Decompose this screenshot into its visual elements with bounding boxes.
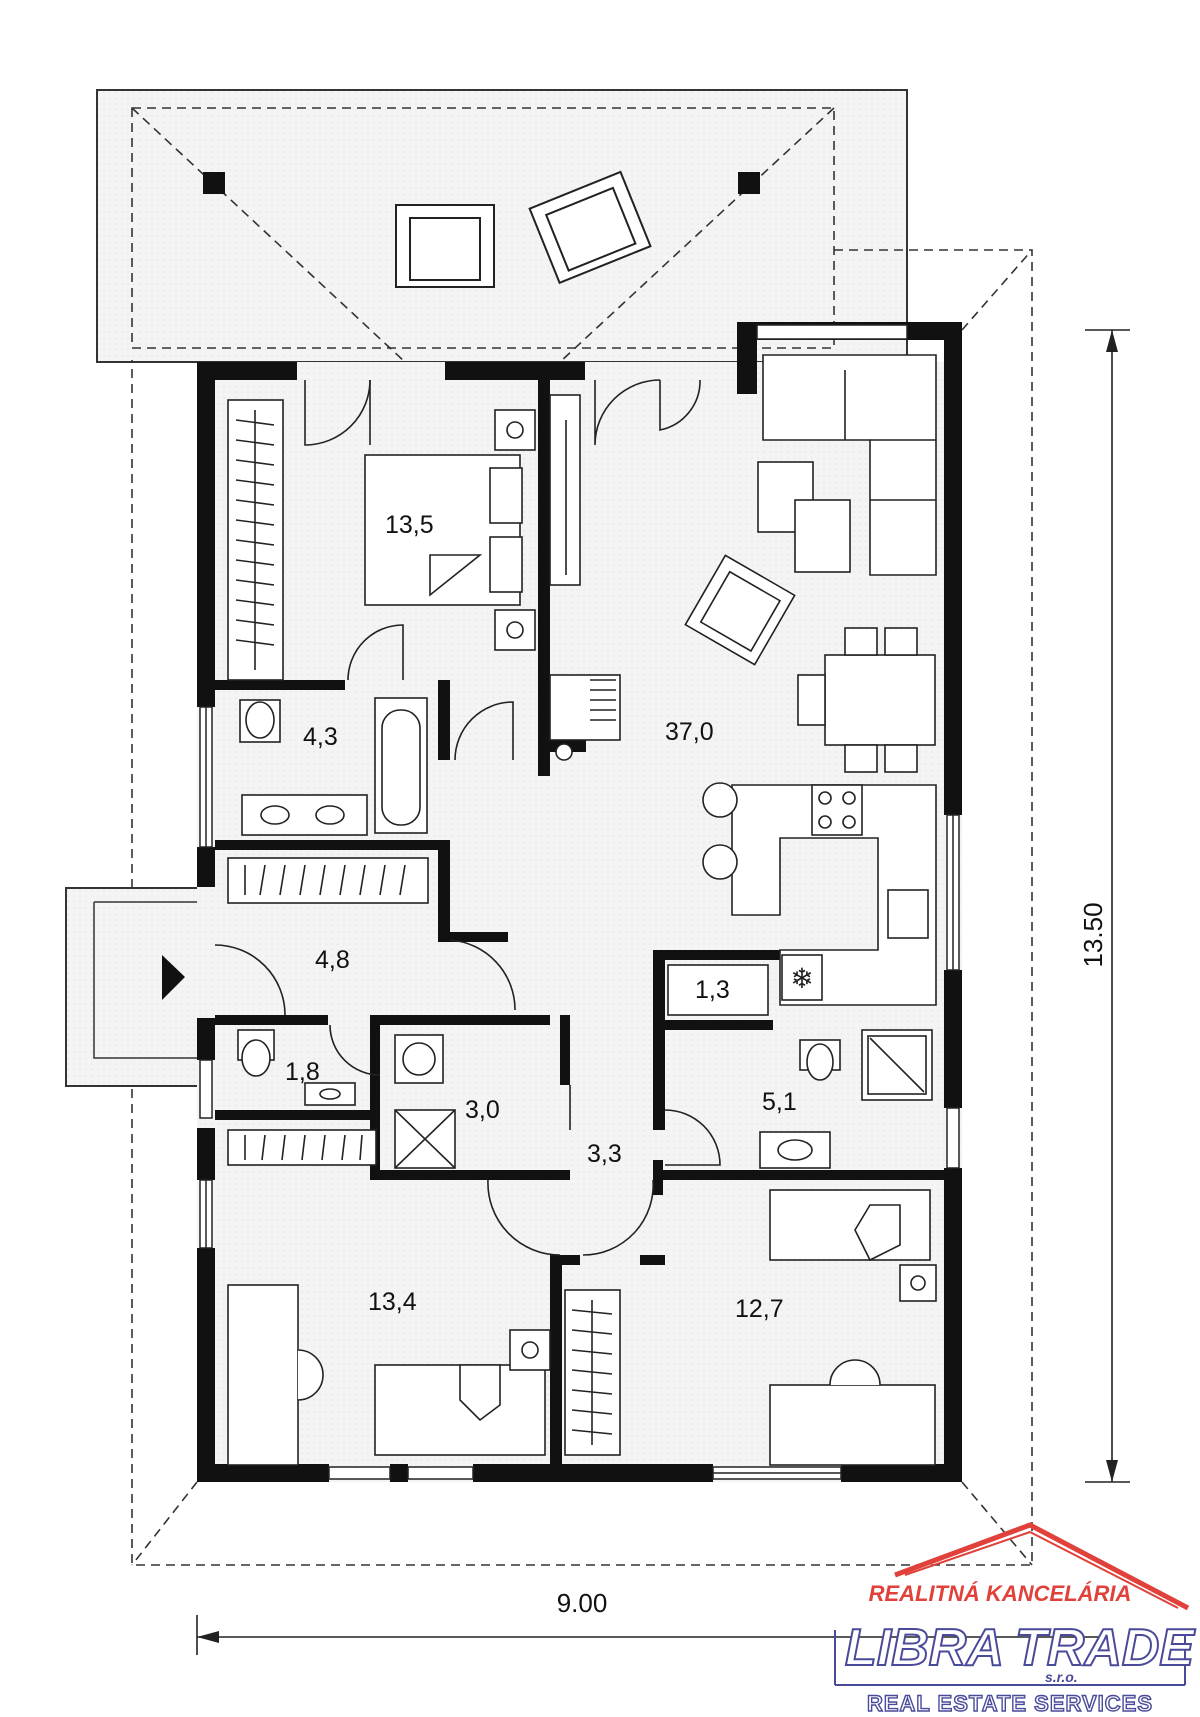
dimension-depth (1085, 329, 1130, 1483)
room-area-wc: 1,8 (285, 1058, 320, 1086)
kitchen: ❄ (702, 782, 937, 1006)
armchair (684, 554, 796, 666)
sofa (757, 354, 937, 576)
bedroom-left-furniture (227, 1129, 551, 1466)
utility-fixtures (394, 1034, 456, 1169)
door-swings (214, 379, 721, 1256)
furniture: ❄ (227, 354, 937, 1466)
svg-text:❄: ❄ (790, 963, 813, 994)
bedroom-right-furniture (564, 1189, 937, 1466)
company-logo: REALITNÁ KANCELÁRIA LIBRA TRADE s.r.o. R… (834, 1522, 1196, 1717)
dimension-width (196, 1615, 1110, 1655)
garden-chair-right (528, 170, 652, 285)
garden-chair-left (395, 204, 495, 288)
room-area-bedroom-left: 13,4 (368, 1288, 417, 1316)
room-area-bedroom-master: 13,5 (385, 511, 434, 539)
room-area-shower-room: 5,1 (762, 1088, 797, 1116)
dimension-depth-label: 13.50 (1078, 902, 1108, 967)
storage-shelf (667, 964, 769, 1016)
room-area-bedroom-right: 12,7 (735, 1295, 784, 1323)
wardrobe-master (227, 399, 284, 681)
room-area-utility: 3,0 (465, 1096, 500, 1124)
bed-master (364, 409, 536, 651)
logo-tagline: REAL ESTATE SERVICES (867, 1691, 1153, 1716)
room-area-storage: 1,3 (695, 976, 730, 1004)
dimension-width-label: 9.00 (557, 1588, 608, 1618)
logo-roof-icon (894, 1522, 1190, 1611)
shower-room-fixtures (759, 1029, 933, 1169)
logo-brand-a: LIBRA (845, 1619, 1004, 1677)
bathroom-fixtures (239, 697, 428, 836)
entrance-canopy (65, 887, 199, 1087)
logo-brand-b: TRADE (1015, 1619, 1195, 1677)
entrance-arrow-icon (162, 955, 185, 1000)
fireplace (549, 674, 621, 741)
room-area-hallway: 3,3 (587, 1140, 622, 1168)
room-labels: 13,5 4,3 37,0 4,8 1,3 1,8 3,0 3,3 5,1 13… (285, 511, 797, 1323)
tv-unit (549, 394, 581, 586)
windows (199, 324, 960, 1480)
logo-suffix: s.r.o. (1045, 1669, 1078, 1685)
room-area-living-kitchen: 37,0 (665, 718, 714, 746)
roof-outline (131, 249, 1033, 1566)
dining-table (797, 627, 936, 773)
wc-fixtures (237, 1029, 356, 1106)
logo-line1: REALITNÁ KANCELÁRIA (869, 1581, 1132, 1606)
room-area-entrance-hall: 4,8 (315, 946, 350, 974)
hall-wardrobe (227, 857, 429, 904)
room-area-bathroom: 4,3 (303, 723, 338, 751)
terrace-roof (96, 89, 908, 363)
